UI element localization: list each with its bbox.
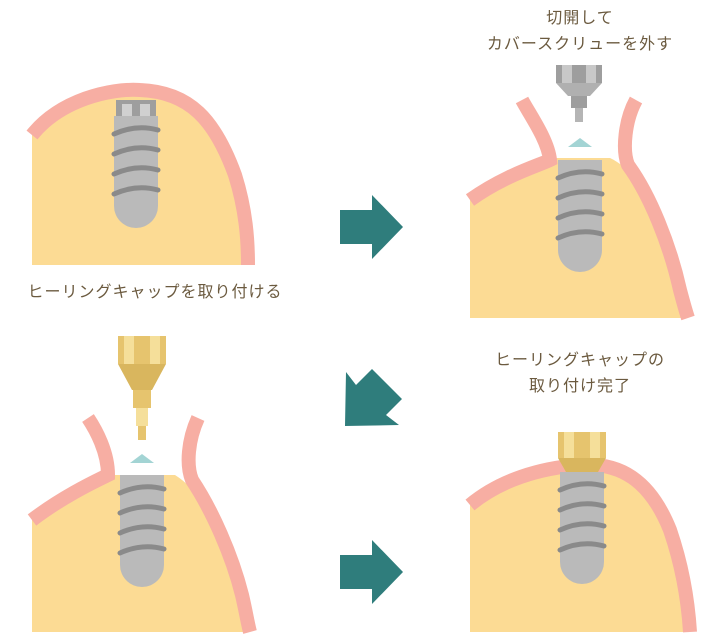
step-4-label: ヒーリングキャップの 取り付け完了 xyxy=(455,347,705,399)
step-4-label-line1: ヒーリングキャップの xyxy=(494,350,665,369)
panel-4-illustration xyxy=(465,432,697,633)
panel-4-healing-cap xyxy=(558,432,606,472)
panel-2-cover-screw xyxy=(556,65,602,122)
panel-3-implant xyxy=(120,475,164,587)
arrow-down-left xyxy=(345,369,402,426)
step-2-label-line2: カバースクリューを外す xyxy=(486,34,674,53)
panel-4-gum xyxy=(465,457,697,633)
arrow-right-top xyxy=(340,195,403,259)
step-2-label: 切開して カバースクリューを外す xyxy=(455,5,705,57)
step-4-label-line2: 取り付け完了 xyxy=(528,376,631,395)
panel-3-tip-marker xyxy=(130,454,154,463)
panel-1-implant xyxy=(114,116,158,228)
panel-2-gum-right xyxy=(617,96,695,321)
panel-1-gum xyxy=(26,82,255,266)
panel-2-implant xyxy=(558,160,602,272)
arrow-right-bottom xyxy=(340,540,403,604)
panel-3-illustration xyxy=(27,336,257,634)
panel-1-illustration xyxy=(26,82,255,266)
panel-2-illustration xyxy=(465,65,695,321)
panel-2-gum-left xyxy=(465,96,558,206)
panel-4-implant xyxy=(560,472,604,584)
panel-3-gum-left xyxy=(27,414,116,526)
panel-2-tip-marker xyxy=(568,138,592,147)
step-1-label: ヒーリングキャップを取り付ける xyxy=(27,282,283,301)
panel-3-healing-cap xyxy=(118,336,166,440)
panel-3-gum-right xyxy=(181,415,257,634)
step-2-label-line1: 切開して xyxy=(546,8,614,27)
